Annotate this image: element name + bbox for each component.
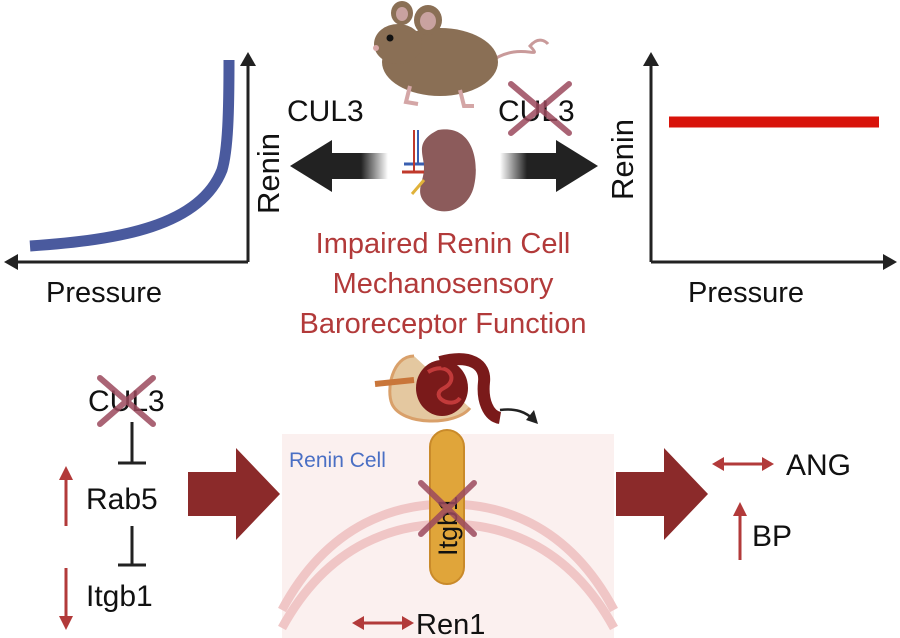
cross-icon [508,81,572,136]
renin-cell-label: Renin Cell [289,449,386,472]
left-plot-ylabel: Renin [251,133,286,214]
down-arrow-icon [59,568,73,630]
double-arrow-icon [712,457,774,471]
cross-icon [418,480,477,537]
pathway-to-cell-arrow [188,448,280,540]
itgb1-label: Itgb1 [86,580,153,613]
inhibition-icon [118,422,146,465]
pathway: CUL3 Rab5 Itgb1 [59,375,165,630]
center-text-line-1: Impaired Renin Cell [316,228,571,260]
renin-cell: Renin Cell Itgb1 [278,429,618,638]
outcomes: ANG BP [712,449,851,560]
kidney-icon [402,129,476,212]
left-plot: Renin Pressure [4,52,286,309]
right-plot-ylabel: Renin [605,119,640,200]
right-plot-x-arrowhead [883,254,897,270]
glomerulus-icon [374,353,538,424]
up-arrow-icon [733,502,747,560]
right-direction-arrow [500,140,598,192]
right-plot-xlabel: Pressure [688,277,804,309]
center-text-line-2: Mechanosensory [333,268,554,300]
ang-label: ANG [786,449,851,482]
double-arrow-icon [352,616,414,630]
mouse-icon [373,1,550,108]
left-direction-arrow [290,140,388,192]
rab5-label: Rab5 [86,483,158,516]
left-plot-curve [29,59,235,252]
up-arrow-icon [59,466,73,526]
right-plot-y-arrowhead [643,52,659,66]
inhibition-icon [118,526,146,567]
cross-icon [97,375,156,427]
ren1-unchanged: Ren1 [352,609,485,638]
left-plot-xlabel: Pressure [46,277,162,309]
center-text: Impaired Renin Cell Mechanosensory Baror… [300,228,587,340]
bp-label: BP [752,520,792,553]
right-plot: Renin Pressure [605,52,897,309]
left-gene-label: CUL3 [287,95,364,128]
ren1-label: Ren1 [416,609,485,638]
center-text-line-3: Baroreceptor Function [300,308,587,340]
left-plot-y-arrowhead [240,52,256,66]
cell-to-outcome-arrow [616,448,708,540]
left-plot-x-arrowhead [4,254,18,270]
